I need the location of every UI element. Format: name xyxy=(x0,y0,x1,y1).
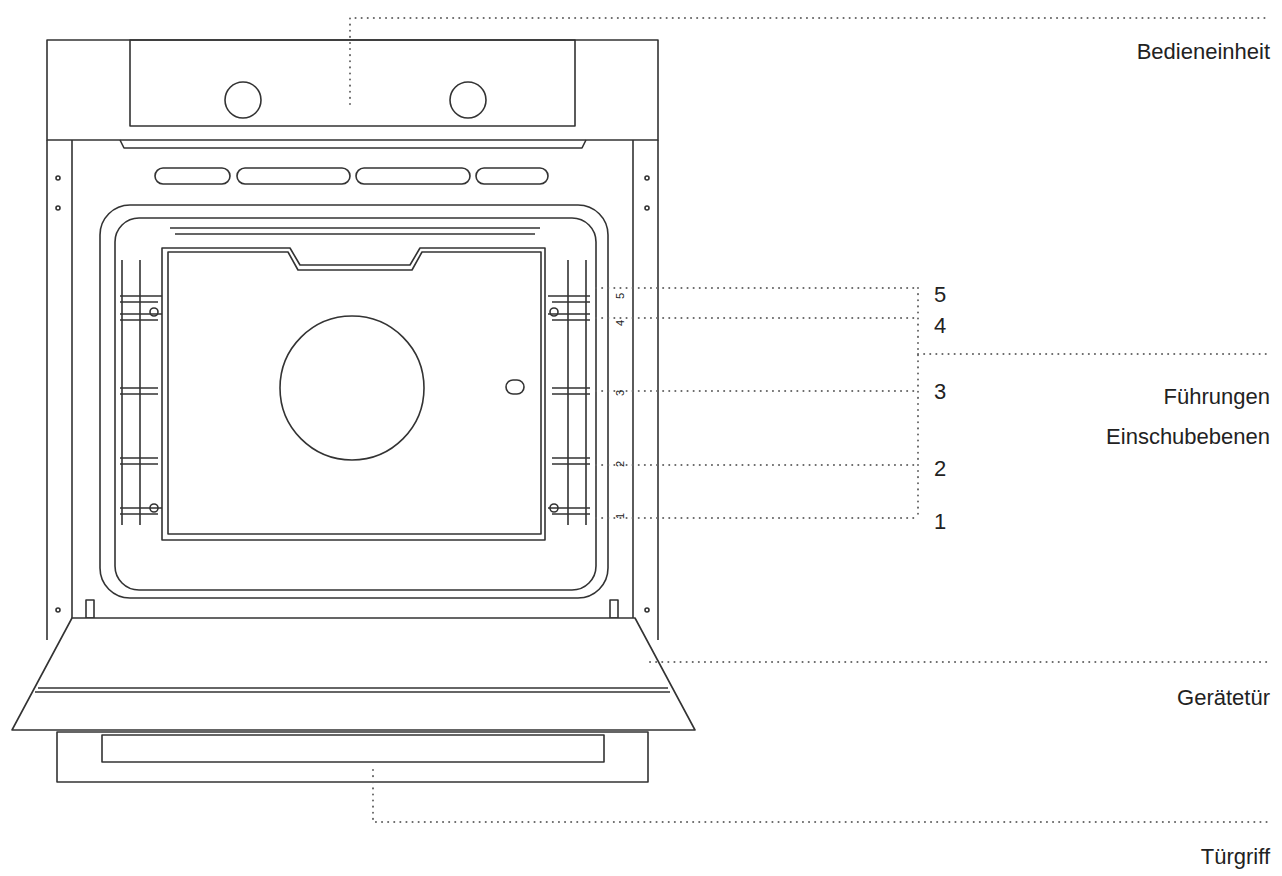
door-handle-grip xyxy=(102,735,604,762)
door-edge xyxy=(35,691,670,693)
hinge xyxy=(610,600,618,618)
shelf-marking: 1 xyxy=(613,513,627,519)
screw xyxy=(56,608,60,612)
leader-line xyxy=(596,287,918,289)
leader-line xyxy=(650,661,1270,663)
fan-cover xyxy=(280,316,424,460)
part-name: Bedieneinheit xyxy=(1137,38,1270,66)
callout-number: 2 xyxy=(934,455,946,483)
vent-slot xyxy=(155,168,230,184)
vent-slot xyxy=(356,168,470,184)
oven-cavity-inner xyxy=(115,218,596,590)
side-wall xyxy=(71,140,73,640)
side-wall xyxy=(46,140,48,640)
rack-rail-left xyxy=(120,260,162,525)
screw xyxy=(645,206,649,210)
vent-slot xyxy=(476,168,548,184)
oven-cavity xyxy=(100,205,608,598)
knob xyxy=(450,82,486,118)
shelf-marking: 5 xyxy=(613,293,627,299)
lamp xyxy=(506,380,524,394)
door-handle xyxy=(57,732,648,782)
hinge xyxy=(86,600,94,618)
door-edge xyxy=(38,687,668,689)
oven-frame xyxy=(47,40,658,140)
shelf-marking: 4 xyxy=(613,320,627,326)
leader-line xyxy=(373,770,1270,822)
leader-line xyxy=(596,517,918,519)
screw xyxy=(56,206,60,210)
side-wall xyxy=(657,140,659,640)
screw xyxy=(645,608,649,612)
bracket-line xyxy=(917,288,919,518)
leader-line xyxy=(596,464,918,466)
top-element xyxy=(170,228,540,234)
screw xyxy=(645,176,649,180)
screw xyxy=(56,176,60,180)
knob xyxy=(225,82,261,118)
part-name: Gerätetür xyxy=(1177,684,1270,712)
callout-number: 3 xyxy=(934,378,946,406)
leader-line xyxy=(596,390,918,392)
panel-edge xyxy=(120,140,586,148)
vent-slot xyxy=(237,168,350,184)
oven-door xyxy=(12,618,695,730)
back-panel xyxy=(162,248,545,540)
callout-number: 1 xyxy=(934,508,946,536)
rack-rail-right xyxy=(548,260,590,525)
leader-line xyxy=(918,353,1270,355)
part-name: Türgriff xyxy=(1201,843,1270,871)
leader-line xyxy=(350,18,1270,104)
callout-number: 4 xyxy=(934,312,946,340)
side-wall xyxy=(632,140,634,640)
shelf-marking: 3 xyxy=(613,390,627,396)
part-name: Führungen Einschubebenen xyxy=(1070,377,1270,457)
back-panel-inner xyxy=(168,252,541,534)
leader-lines xyxy=(350,18,1270,822)
control-panel xyxy=(130,40,575,126)
callout-number: 5 xyxy=(934,281,946,309)
leader-line xyxy=(596,317,918,319)
shelf-marking: 2 xyxy=(613,461,627,467)
